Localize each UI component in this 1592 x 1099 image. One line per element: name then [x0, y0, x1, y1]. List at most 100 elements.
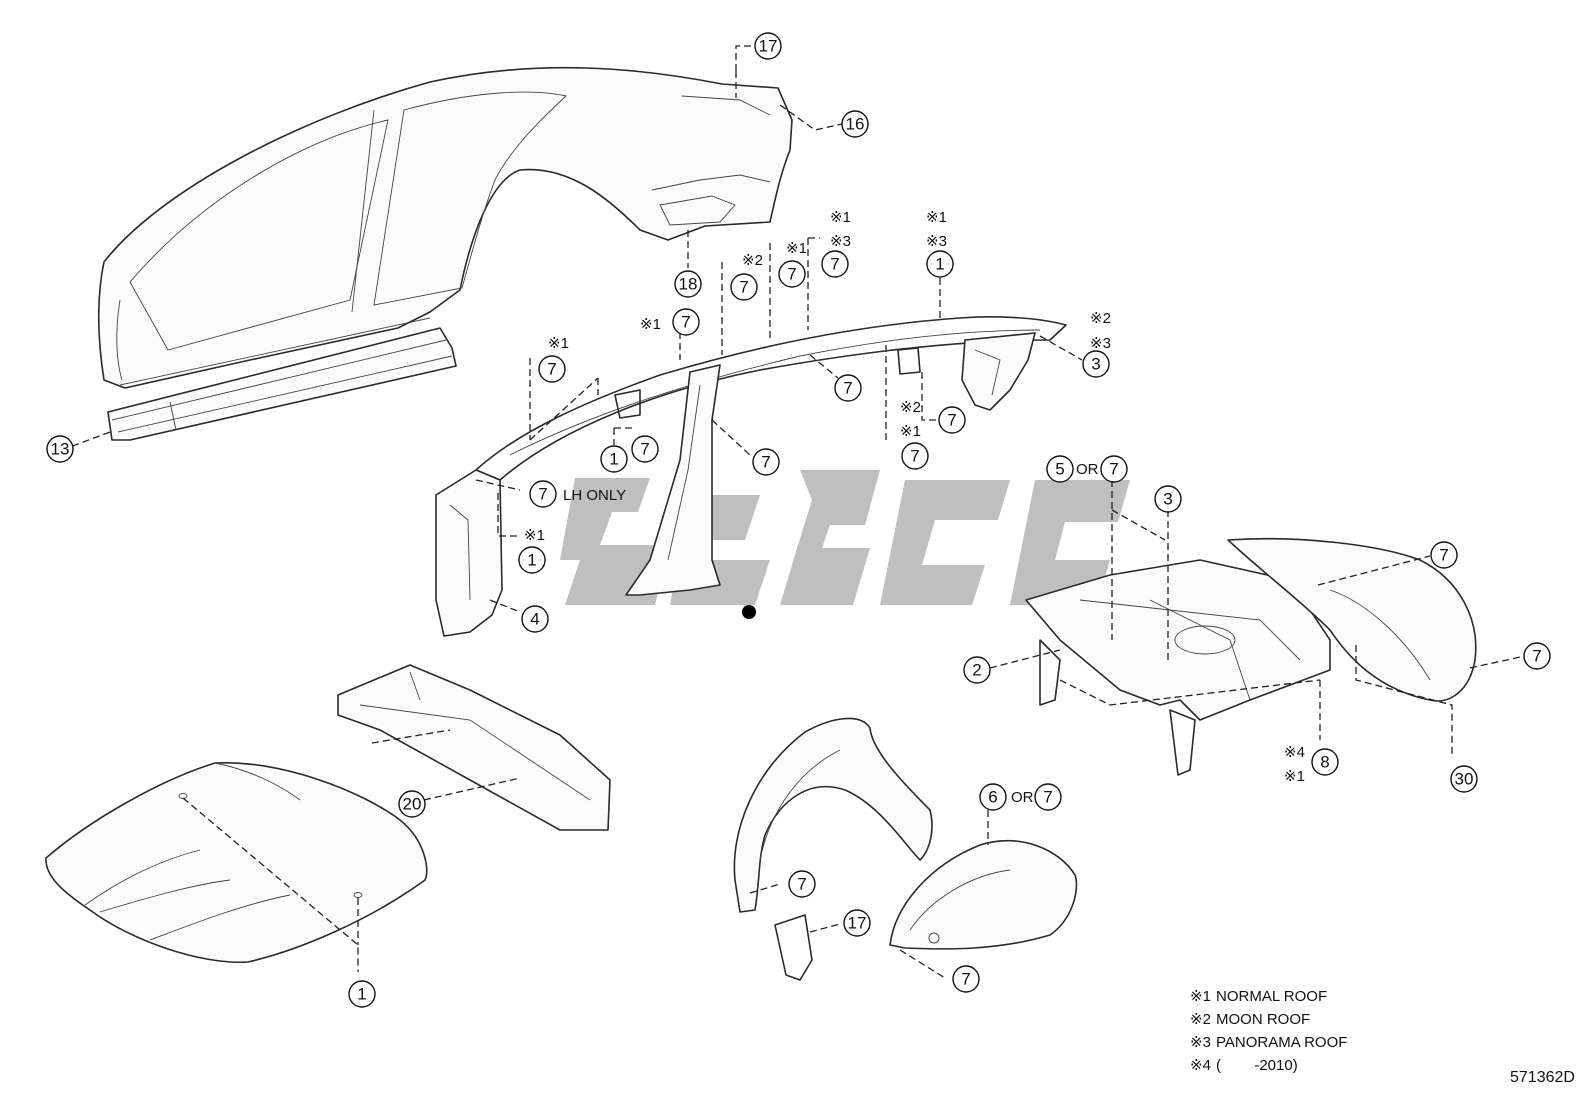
legend-mark-4: ※4: [1190, 1057, 1211, 1074]
svg-text:7: 7: [1439, 546, 1448, 565]
svg-text:※1: ※1: [830, 209, 851, 226]
svg-text:7: 7: [538, 485, 547, 504]
hood-panel: [45, 762, 428, 964]
svg-text:2: 2: [972, 661, 981, 680]
callout-7-h: 7: [631, 435, 659, 463]
svg-text:※1: ※1: [926, 209, 947, 226]
callout-17-apron: 17: [843, 909, 871, 937]
svg-text:OR: OR: [1011, 789, 1034, 806]
rear-floor-pan: [1025, 559, 1331, 776]
svg-text:4: 4: [530, 610, 539, 629]
callout-7-j: 7: [752, 448, 780, 476]
figure-code: 571362D: [1510, 1069, 1575, 1086]
svg-text:1: 1: [527, 551, 536, 570]
callout-7-lh-only: 7: [529, 480, 557, 508]
callout-7-a: 7: [538, 355, 566, 383]
svg-text:LH ONLY: LH ONLY: [563, 487, 626, 504]
callout-1-d: 1: [348, 980, 376, 1008]
svg-text:5: 5: [1055, 460, 1064, 479]
callout-7-k: 7: [1100, 455, 1128, 483]
callout-7-l: 7: [1430, 541, 1458, 569]
note-markers: ※1 ※3 ※1 ※3 ※1 ※2 ※2 ※3 ※1 ※1 ※2 ※1 ※1 ※…: [524, 209, 1305, 806]
callout-1-a: 1: [926, 250, 954, 278]
legend: ※1 NORMAL ROOF ※2 MOON ROOF ※3 PANORAMA …: [1190, 988, 1347, 1074]
legend-text-3: PANORAMA ROOF: [1216, 1034, 1347, 1051]
svg-text:17: 17: [759, 37, 778, 56]
svg-text:7: 7: [910, 447, 919, 466]
callout-7-b: 7: [672, 308, 700, 336]
svg-text:7: 7: [787, 265, 796, 284]
svg-text:※1: ※1: [548, 335, 569, 352]
callout-3-a: 3: [1082, 350, 1110, 378]
svg-text:※2: ※2: [900, 399, 921, 416]
svg-text:7: 7: [761, 453, 770, 472]
callout-3-b: 3: [1154, 485, 1182, 513]
svg-text:6: 6: [988, 788, 997, 807]
callout-8: 8: [1311, 748, 1339, 776]
callout-7-d: 7: [778, 260, 806, 288]
svg-text:8: 8: [1320, 753, 1329, 772]
callout-17-roof-rear: 17: [754, 32, 782, 60]
svg-text:18: 18: [679, 275, 698, 294]
svg-text:1: 1: [935, 255, 944, 274]
svg-text:3: 3: [1091, 355, 1100, 374]
svg-text:※3: ※3: [926, 233, 947, 250]
callout-7-n: 7: [1034, 783, 1062, 811]
svg-text:※3: ※3: [1090, 335, 1111, 352]
body-side-outer-panel: [97, 66, 793, 389]
svg-text:※1: ※1: [1284, 768, 1305, 785]
svg-text:7: 7: [1109, 460, 1118, 479]
callout-7-m: 7: [1523, 642, 1551, 670]
callout-2: 2: [963, 656, 991, 684]
callouts: 17 16 18 13 7 7 7 7 7 1 3 7 7 7 1 7 7 7 …: [46, 32, 1551, 1008]
rear-quarter-extension: [1227, 537, 1477, 702]
svg-text:7: 7: [843, 379, 852, 398]
svg-text:7: 7: [739, 278, 748, 297]
svg-text:7: 7: [947, 411, 956, 430]
callout-18: 18: [674, 270, 702, 298]
svg-text:7: 7: [547, 360, 556, 379]
svg-text:7: 7: [1043, 788, 1052, 807]
svg-text:7: 7: [1532, 647, 1541, 666]
svg-text:16: 16: [846, 115, 865, 134]
callout-5: 5: [1046, 455, 1074, 483]
callout-1-b: 1: [600, 445, 628, 473]
svg-text:7: 7: [797, 875, 806, 894]
callout-7-c: 7: [730, 273, 758, 301]
svg-text:※1: ※1: [900, 423, 921, 440]
callout-7-e: 7: [821, 250, 849, 278]
svg-text:7: 7: [830, 255, 839, 274]
svg-text:※1: ※1: [640, 316, 661, 333]
svg-text:※2: ※2: [1090, 310, 1111, 327]
svg-text:1: 1: [609, 450, 618, 469]
svg-text:7: 7: [961, 970, 970, 989]
svg-text:※4: ※4: [1284, 744, 1305, 761]
svg-text:※3: ※3: [830, 233, 851, 250]
legend-mark-3: ※3: [1190, 1034, 1211, 1051]
svg-text:13: 13: [51, 440, 70, 459]
svg-text:20: 20: [403, 795, 422, 814]
svg-text:※1: ※1: [524, 527, 545, 544]
svg-text:7: 7: [640, 440, 649, 459]
front-wheel-apron: [733, 717, 933, 981]
legend-text-4: ( -2010): [1216, 1057, 1298, 1074]
callout-4: 4: [521, 605, 549, 633]
callout-20: 20: [398, 790, 426, 818]
svg-text:17: 17: [848, 914, 867, 933]
svg-text:30: 30: [1455, 770, 1474, 789]
callout-16: 16: [841, 110, 869, 138]
callout-7-o: 7: [788, 870, 816, 898]
svg-text:1: 1: [357, 985, 366, 1004]
legend-text-2: MOON ROOF: [1216, 1011, 1310, 1028]
legend-mark-1: ※1: [1190, 988, 1211, 1005]
roof-side-rail-and-pillars: [435, 316, 1067, 637]
svg-text:OR: OR: [1076, 461, 1099, 478]
callout-7-p: 7: [952, 965, 980, 993]
callout-13: 13: [46, 435, 74, 463]
svg-text:3: 3: [1163, 490, 1172, 509]
leader-lines: [61, 45, 1526, 979]
svg-text:※2: ※2: [742, 252, 763, 269]
callout-30: 30: [1450, 765, 1478, 793]
legend-text-1: NORMAL ROOF: [1216, 988, 1327, 1005]
